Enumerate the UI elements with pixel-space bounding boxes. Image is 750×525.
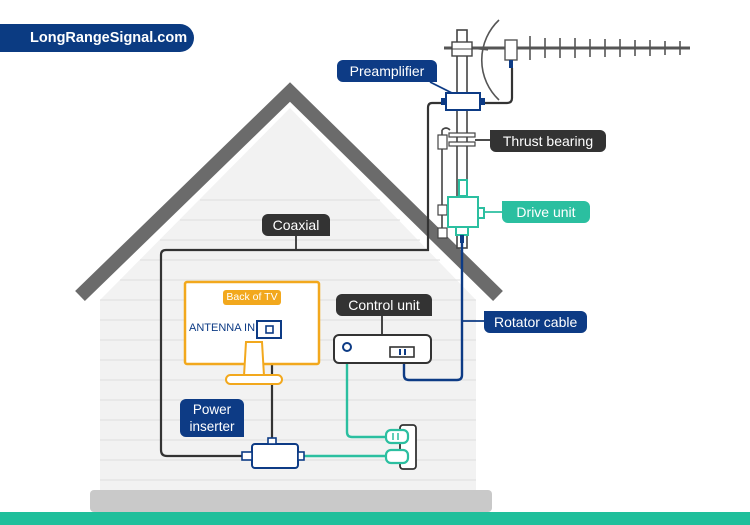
ground [0,512,750,525]
preamplifier-label: Preamplifier [337,60,437,82]
control-unit [333,334,432,364]
drive-unit [447,179,485,243]
coaxial-label: Coaxial [262,214,330,236]
thrust-bearing-label: Thrust bearing [490,130,606,152]
tv-back [183,280,321,385]
control-unit-label: Control unit [336,294,432,316]
drive-unit-label: Drive unit [502,201,590,223]
coaxial-cable [159,68,514,458]
control-power-cord [345,347,390,439]
preamp-pointer [429,81,453,94]
power-inserter-label-line2: inserter [189,419,235,434]
foundation [90,490,492,512]
brand-badge: LongRangeSignal.com [0,24,194,52]
thrust-bearing [448,132,476,147]
antenna-in-label: ANTENNA IN [189,322,256,334]
wall-outlet [384,424,417,470]
rotator-cable [402,243,464,382]
antenna-mast [437,29,473,249]
preamplifier-box [441,92,485,111]
power-inserter-label: Power inserter [180,399,244,437]
power-inserter-label-line1: Power [192,402,232,417]
back-of-tv-label: Back of TV [223,290,281,305]
yagi-antenna [444,19,690,101]
rotator-cable-label: Rotator cable [484,311,587,333]
power-inserter [241,437,305,469]
